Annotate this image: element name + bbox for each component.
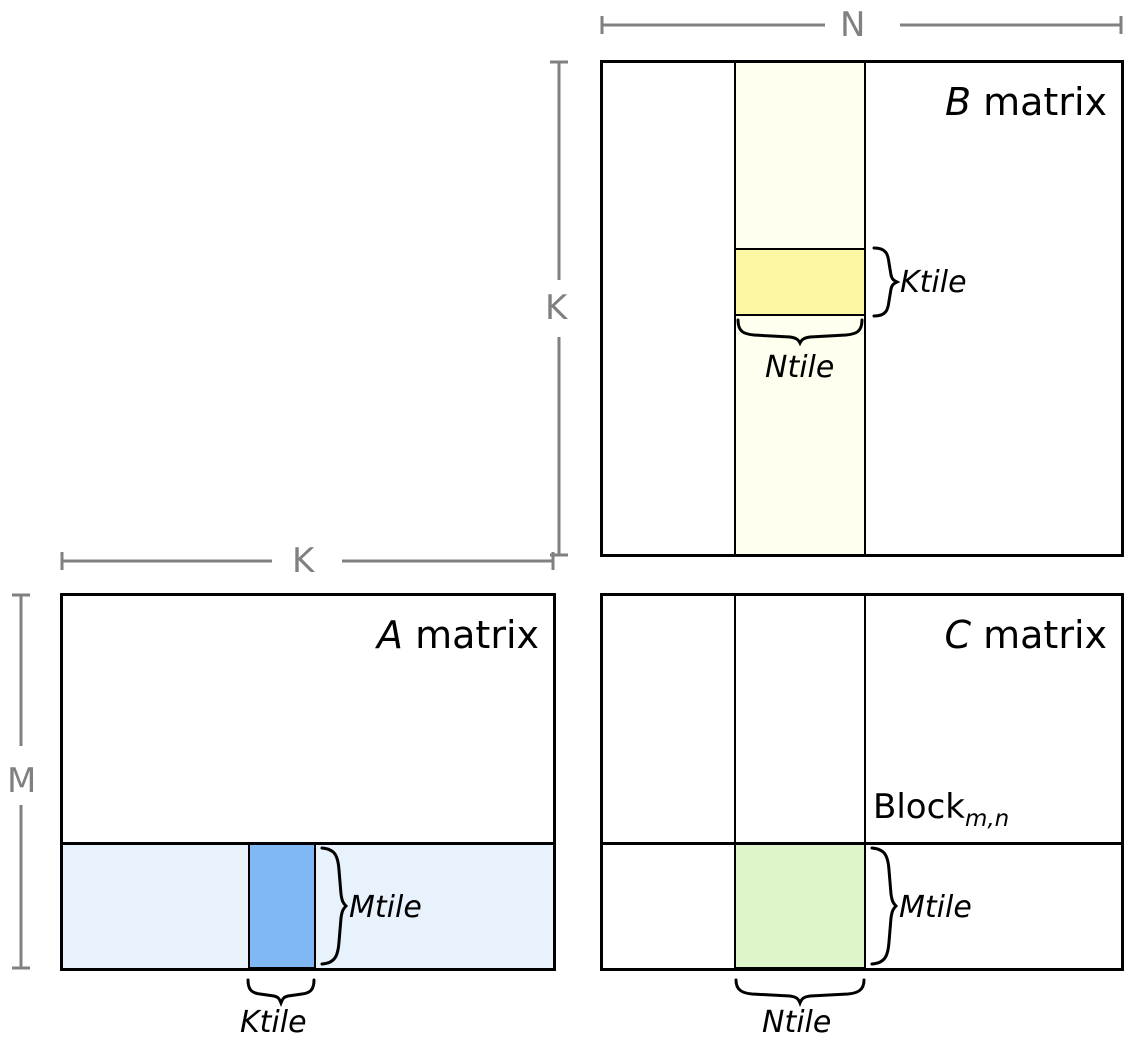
c-matrix-mtile-label: Mtile: [899, 890, 972, 925]
c-matrix-tile: [734, 843, 866, 969]
dimension-rule-k-horizontal: [60, 552, 555, 570]
c-matrix-block-label: Blockm,n: [873, 787, 1009, 831]
b-matrix-ntile-brace: [736, 318, 864, 347]
dimension-rule-m: [12, 593, 30, 970]
dimension-rule-n: [600, 16, 1123, 34]
dimension-rule-k-vertical: [550, 60, 568, 557]
c-matrix-box: C matrix Blockm,n Mtile: [600, 593, 1124, 971]
c-matrix-column-divider-right: [864, 596, 866, 968]
dimension-label-k-vertical: K: [545, 288, 568, 328]
b-matrix-tile: [734, 248, 866, 316]
a-matrix-mtile-brace: [320, 846, 349, 966]
b-matrix-ktile-brace: [872, 246, 901, 318]
a-matrix-tile: [248, 843, 316, 969]
c-matrix-ntile-brace: [734, 978, 866, 1008]
a-matrix-label-symbol: A: [377, 613, 404, 657]
c-matrix-mtile-brace: [870, 846, 899, 966]
c-matrix-column-divider-left: [734, 596, 736, 968]
b-matrix-ktile-label: Ktile: [900, 265, 967, 300]
c-matrix-label-symbol: C: [944, 613, 972, 657]
c-matrix-block-subscript: m,n: [964, 806, 1010, 832]
dimension-label-k-horizontal: K: [292, 541, 315, 581]
a-matrix-box: A matrix Mtile: [60, 593, 556, 971]
c-matrix-label: C matrix: [945, 616, 1108, 654]
a-matrix-label: A matrix: [377, 616, 539, 654]
a-matrix-mtile-label: Mtile: [349, 890, 422, 925]
b-matrix-label-symbol: B: [944, 80, 972, 124]
a-matrix-ktile-brace: [246, 978, 316, 1008]
a-matrix-ktile-label: Ktile: [240, 1005, 307, 1040]
dimension-label-n: N: [840, 5, 866, 45]
b-matrix-label: B matrix: [945, 83, 1107, 121]
b-matrix-box: B matrix Ntile: [600, 60, 1124, 557]
b-matrix-ntile-label: Ntile: [765, 350, 835, 385]
c-matrix-block-name: Block: [873, 787, 965, 827]
b-matrix-label-text: matrix: [971, 80, 1107, 124]
c-matrix-ntile-label: Ntile: [762, 1005, 832, 1040]
a-matrix-label-text: matrix: [403, 613, 539, 657]
dimension-label-m: M: [7, 761, 37, 801]
c-matrix-label-text: matrix: [971, 613, 1107, 657]
